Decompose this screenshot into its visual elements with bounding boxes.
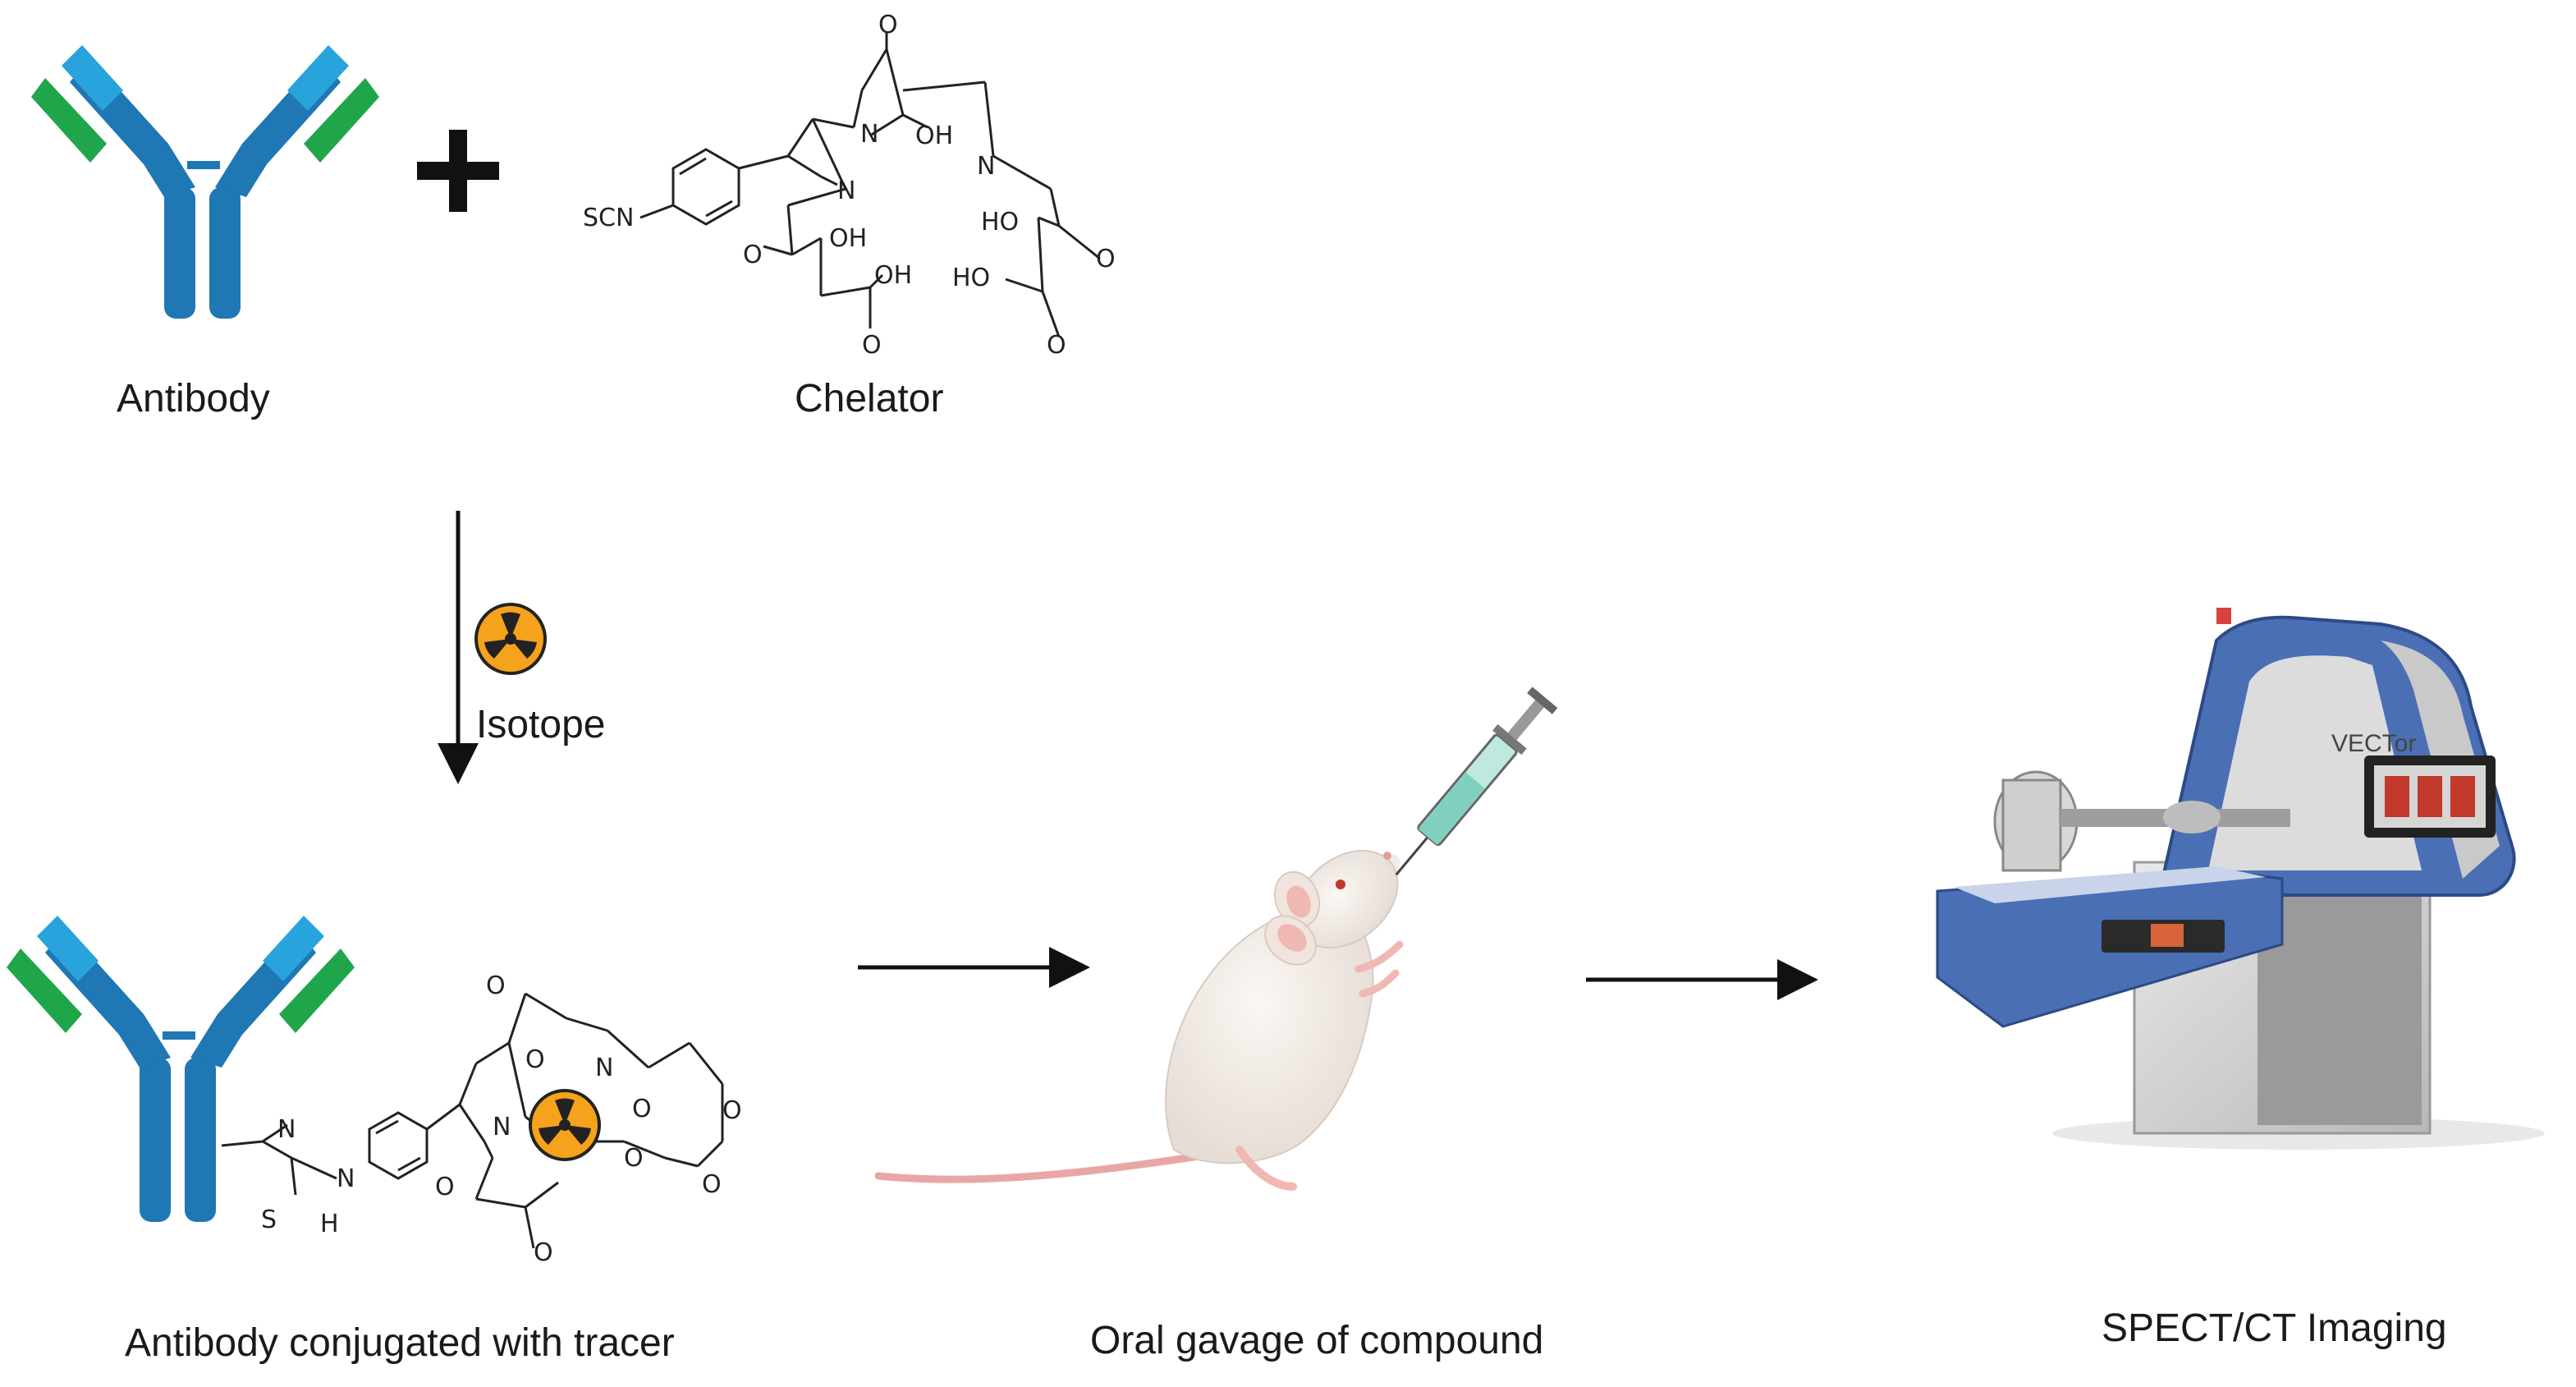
antibody-icon-conjugated <box>7 916 355 1222</box>
chem-label-n: N <box>595 1054 613 1082</box>
chem-label-h: H <box>320 1210 339 1238</box>
isotope-label: Isotope <box>476 703 606 746</box>
chelator-labels: SCN N N OH N OH O OH O O HO O HO O <box>583 11 1116 360</box>
chem-label-o: O <box>1047 331 1066 360</box>
conjugated-chelator-structure <box>221 992 724 1249</box>
radiation-icon <box>474 603 547 675</box>
antibody-label: Antibody <box>117 377 270 420</box>
conjugated-chelator-labels: N S H N O O N N O O O O O O <box>261 971 742 1267</box>
chem-label-n: N <box>493 1113 511 1141</box>
chem-label-o: O <box>486 971 506 1000</box>
chem-label-scn: SCN <box>583 204 634 232</box>
chem-label-n: N <box>837 177 855 205</box>
chem-label-o: O <box>525 1045 545 1074</box>
chem-label-o: O <box>743 241 763 269</box>
radiation-icon <box>529 1089 601 1161</box>
chem-label-oh: OH <box>874 261 912 290</box>
chelator-label: Chelator <box>795 377 944 420</box>
spect-ct-scanner: VECTor <box>1936 608 2545 1150</box>
chem-label-oh: OH <box>915 122 953 150</box>
conjugate-label: Antibody conjugated with tracer <box>125 1321 675 1365</box>
chem-label-o: O <box>624 1144 644 1173</box>
chem-label-o: O <box>534 1238 553 1267</box>
syringe-icon <box>1395 687 1558 876</box>
imaging-label: SPECT/CT Imaging <box>2102 1307 2447 1350</box>
scanner-brand-label: VECTor <box>2331 730 2416 757</box>
chem-label-n: N <box>977 152 995 181</box>
chem-label-o: O <box>1096 245 1116 273</box>
chem-label-o: O <box>702 1170 722 1199</box>
chem-label-o: O <box>862 331 882 360</box>
chem-label-n: N <box>860 120 878 149</box>
antibody-icon-top <box>31 45 379 319</box>
chem-label-s: S <box>261 1206 277 1234</box>
chem-label-o: O <box>878 11 898 39</box>
chem-label-o: O <box>722 1096 742 1125</box>
mouse-illustration <box>874 849 1404 1191</box>
chem-label-ho: HO <box>952 264 990 292</box>
chem-label-n: N <box>337 1164 355 1193</box>
plus-icon <box>417 130 499 212</box>
chem-label-oh: OH <box>829 224 867 253</box>
chem-label-n: N <box>277 1115 296 1144</box>
chem-label-o: O <box>435 1173 455 1201</box>
chelator-structure <box>639 33 1101 338</box>
chem-label-o: O <box>632 1095 652 1123</box>
gavage-label: Oral gavage of compound <box>1090 1319 1544 1362</box>
chem-label-ho: HO <box>981 208 1019 237</box>
